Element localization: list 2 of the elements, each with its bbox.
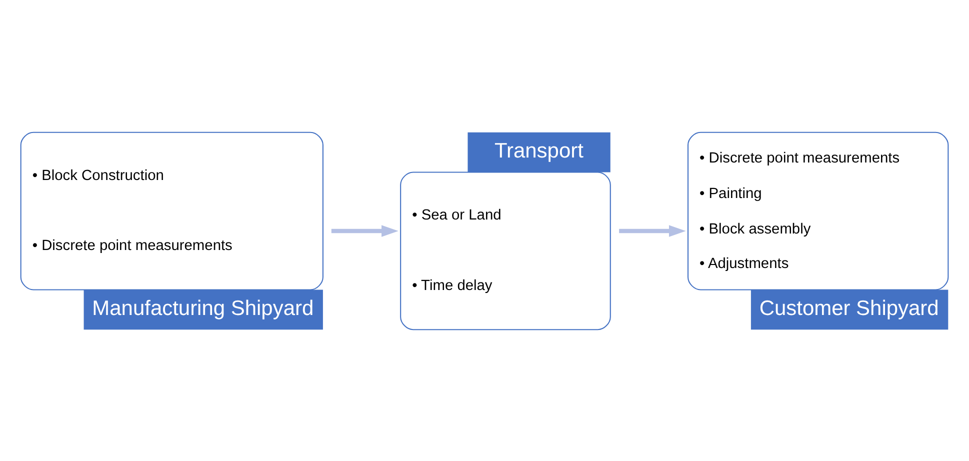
arrow — [331, 224, 398, 236]
arrow — [619, 224, 686, 236]
